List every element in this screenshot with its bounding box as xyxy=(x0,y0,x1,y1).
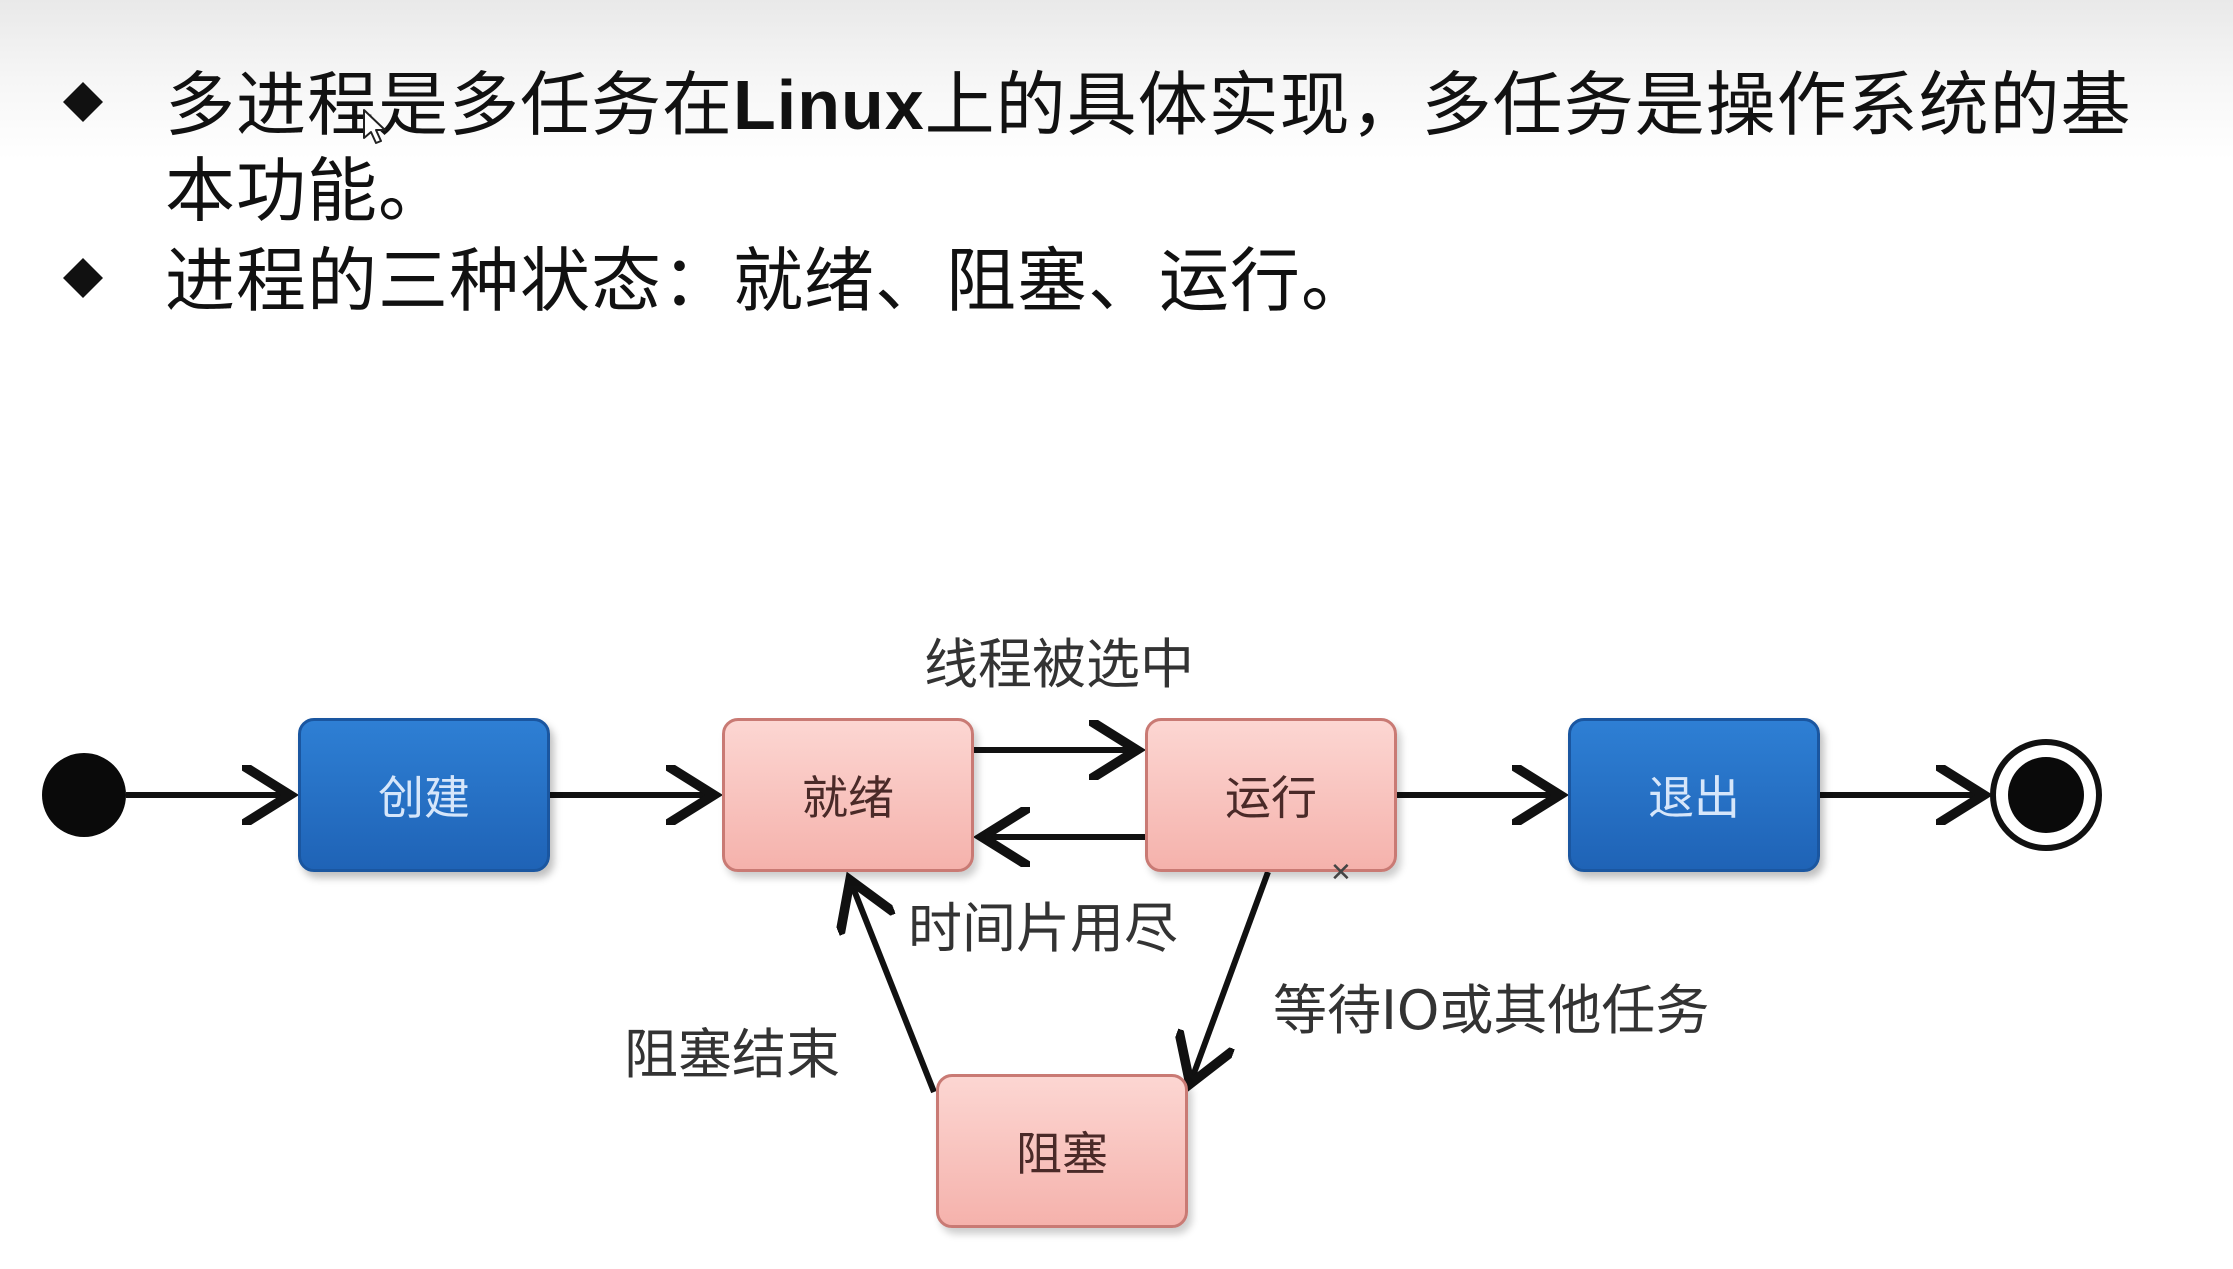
bullet-text-end: 上的具体实现，多任务是操作系统的基本功能。 xyxy=(165,64,2132,232)
process-state-diagram: 创建 就绪 运行 退出 阻塞 线程被选中 时间片用尽 等待IO或其他任务 阻塞结… xyxy=(0,600,2233,1269)
bullet-item: 多进程是多任务在Linux上的具体实现，多任务是操作系统的基本功能。 xyxy=(55,62,2195,242)
diamond-bullet-icon xyxy=(63,258,103,298)
state-label: 就绪 xyxy=(802,771,894,825)
edge-label-selected: 线程被选中 xyxy=(924,633,1194,696)
arrow-run-to-block xyxy=(1190,870,1271,1084)
edge-label-timeslice: 时间片用尽 xyxy=(908,897,1178,960)
bullet-text-start: 多进程是多任务在 xyxy=(165,64,733,146)
stray-mark-icon: ✕ xyxy=(1330,858,1352,888)
initial-state-node xyxy=(42,753,126,837)
state-label: 退出 xyxy=(1648,771,1740,825)
bullet-text: 多进程是多任务在Linux上的具体实现，多任务是操作系统的基本功能。 xyxy=(165,62,2195,234)
bullet-text: 进程的三种状态：就绪、阻塞、运行。 xyxy=(165,240,1372,322)
state-exit: 退出 xyxy=(1568,718,1820,872)
bullet-item: 进程的三种状态：就绪、阻塞、运行。 xyxy=(55,238,2195,328)
diagram-edges xyxy=(42,600,2102,1094)
arrow-block-to-ready xyxy=(850,880,937,1094)
state-create: 创建 xyxy=(298,718,550,872)
state-running: 运行 xyxy=(1145,718,1397,872)
mouse-cursor-icon xyxy=(362,108,388,150)
edge-label-wait-io: 等待IO或其他任务 xyxy=(1273,979,1710,1042)
final-state-inner xyxy=(2008,757,2084,833)
linux-keyword: Linux xyxy=(733,66,925,144)
diamond-bullet-icon xyxy=(63,82,103,122)
state-ready: 就绪 xyxy=(722,718,974,872)
state-label: 创建 xyxy=(378,771,470,825)
state-label: 阻塞 xyxy=(1016,1127,1108,1181)
state-label: 运行 xyxy=(1225,771,1317,825)
state-blocked: 阻塞 xyxy=(936,1074,1188,1228)
edge-label-unblock: 阻塞结束 xyxy=(624,1023,840,1086)
